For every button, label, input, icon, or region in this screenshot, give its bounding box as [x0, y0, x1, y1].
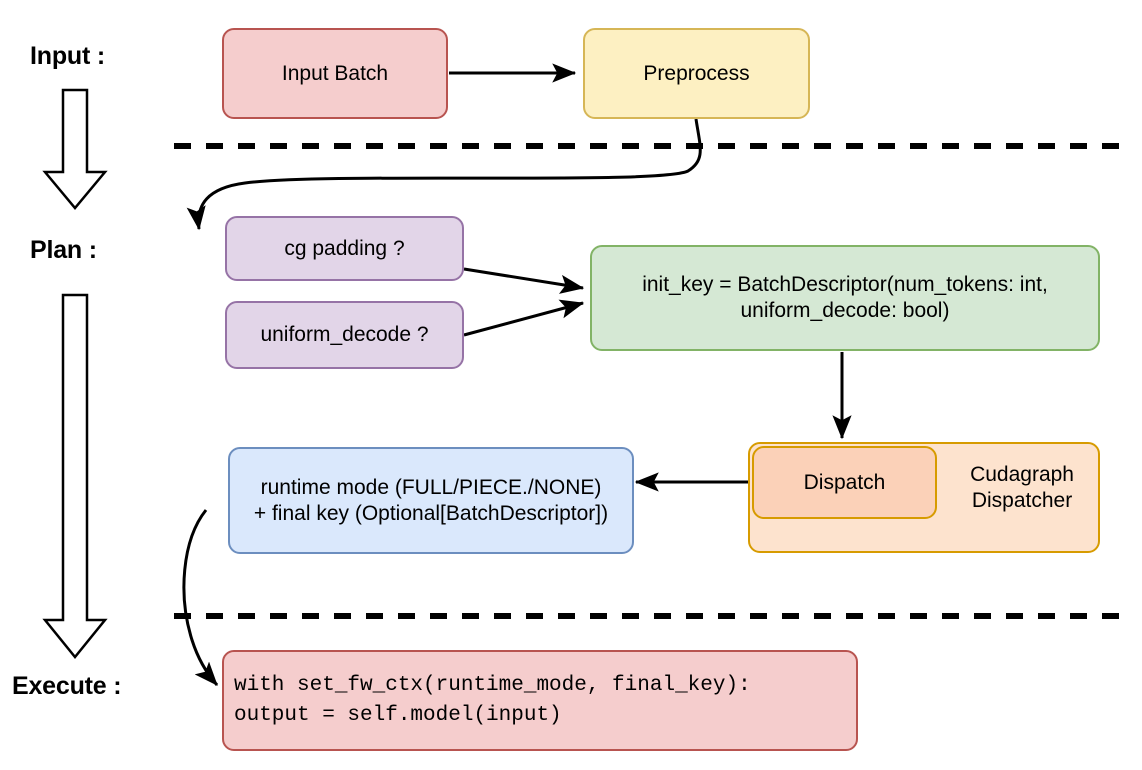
- node-runtime-mode[interactable]: runtime mode (FULL/PIECE./NONE) + final …: [228, 447, 634, 554]
- input-to-plan-arrow: [42, 88, 108, 210]
- node-dispatch[interactable]: Dispatch: [752, 446, 937, 519]
- edge-cg-padding-to-init-key: [463, 267, 585, 294]
- node-input-batch[interactable]: Input Batch: [222, 28, 448, 119]
- stage-label-execute: Execute :: [12, 672, 122, 700]
- edge-runtime-mode-to-execute-code: [182, 509, 219, 686]
- edge-preprocess-to-cg-padding: [186, 118, 702, 231]
- node-execute-code[interactable]: with set_fw_ctx(runtime_mode, final_key)…: [222, 650, 858, 751]
- edge-uniform-decode-to-init-key: [463, 299, 585, 337]
- node-preprocess[interactable]: Preprocess: [583, 28, 810, 119]
- stage-label-plan: Plan :: [30, 236, 97, 264]
- stage-label-input: Input :: [30, 42, 105, 70]
- node-uniform-decode[interactable]: uniform_decode ?: [225, 301, 464, 369]
- node-cg-padding[interactable]: cg padding ?: [225, 216, 464, 281]
- plan-to-execute-arrow: [42, 293, 108, 659]
- node-init-key[interactable]: init_key = BatchDescriptor(num_tokens: i…: [590, 245, 1100, 351]
